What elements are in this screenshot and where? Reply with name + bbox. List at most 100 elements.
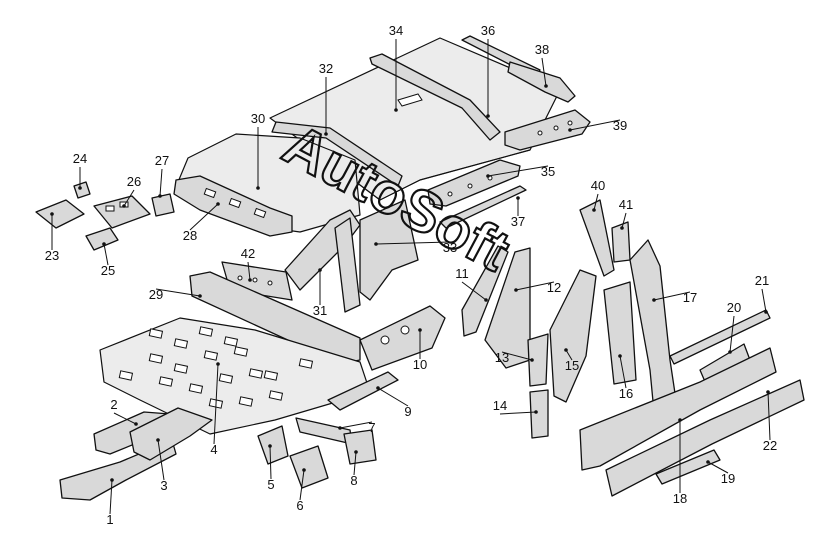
floor-hole	[148, 353, 164, 364]
callout-dot-41	[620, 226, 624, 230]
callout-number-33: 33	[443, 240, 457, 255]
floor-hole	[233, 346, 249, 357]
callout-3: 3	[156, 438, 168, 493]
callout-38: 38	[535, 42, 549, 88]
callout-number-3: 3	[160, 478, 167, 493]
callout-number-10: 10	[413, 357, 427, 372]
floor-hole	[173, 338, 189, 349]
callout-dot-12	[514, 288, 518, 292]
floor-hole	[203, 350, 219, 361]
roof-front-bracket	[507, 61, 576, 103]
callout-number-16: 16	[619, 386, 633, 401]
callout-number-7: 7	[368, 420, 375, 435]
callout-dot-13	[530, 358, 534, 362]
callout-dot-3	[156, 438, 160, 442]
floor-hole	[188, 383, 204, 394]
callout-5: 5	[267, 444, 275, 492]
callout-leader-11	[461, 281, 487, 301]
callout-dot-27	[158, 194, 162, 198]
callout-29: 29	[149, 287, 202, 302]
floor-hole	[268, 390, 284, 401]
callout-leader-26	[123, 189, 135, 207]
callout-31: 31	[313, 268, 327, 318]
callout-dot-16	[618, 354, 622, 358]
sill-inner-panel	[359, 305, 446, 371]
floor-rear-cross-member	[189, 271, 361, 365]
callout-leader-4	[213, 363, 219, 445]
callout-number-35: 35	[541, 164, 555, 179]
floor-pan	[99, 317, 371, 435]
callout-19: 19	[706, 460, 735, 486]
callout-number-14: 14	[493, 398, 507, 413]
callout-number-31: 31	[313, 303, 327, 318]
seat-cross-member	[327, 371, 399, 411]
callout-dot-33	[374, 242, 378, 246]
floor-hole	[298, 358, 314, 369]
floor-brackets	[257, 417, 377, 489]
callout-dot-18	[678, 418, 682, 422]
callout-leader-6	[299, 469, 305, 501]
callout-leader-7	[339, 421, 373, 429]
callout-21: 21	[755, 273, 769, 314]
callout-leader-5	[269, 445, 272, 480]
callout-dot-17	[652, 298, 656, 302]
floor-hole	[218, 373, 234, 384]
callout-40: 40	[591, 178, 605, 212]
callout-leader-33	[375, 241, 451, 245]
callout-leader-16	[619, 355, 627, 389]
callout-number-6: 6	[296, 498, 303, 513]
callout-number-34: 34	[389, 23, 403, 38]
callout-number-1: 1	[106, 512, 113, 527]
callout-number-40: 40	[591, 178, 605, 193]
callout-dot-9	[376, 386, 380, 390]
callout-28: 28	[183, 202, 220, 243]
floor-hole	[248, 368, 264, 379]
floor-hole	[118, 370, 134, 381]
floor-hole	[223, 336, 239, 347]
callout-dot-24	[78, 186, 82, 190]
front-floor-pieces	[59, 407, 213, 501]
small-parts	[35, 181, 175, 251]
callout-leader-42	[247, 261, 251, 281]
callout-dot-25	[102, 242, 106, 246]
callout-number-27: 27	[155, 153, 169, 168]
callout-15: 15	[564, 348, 579, 373]
callout-37: 37	[511, 196, 525, 229]
b-pillar-inner	[284, 199, 419, 313]
callout-leader-17	[653, 291, 691, 301]
callout-dot-28	[216, 202, 220, 206]
callout-dot-19	[706, 460, 710, 464]
callout-41: 41	[619, 197, 633, 230]
callout-7: 7	[338, 420, 376, 435]
callout-dot-39	[568, 128, 572, 132]
callout-dot-21	[764, 310, 768, 314]
callout-number-19: 19	[721, 471, 735, 486]
callout-leader-2	[113, 412, 137, 425]
callout-number-9: 9	[404, 404, 411, 419]
callout-number-36: 36	[481, 23, 495, 38]
callout-dot-30	[256, 186, 260, 190]
callout-14: 14	[493, 398, 538, 415]
callout-layer: 1234567891011121314151617181920212223242…	[45, 23, 777, 527]
callout-34: 34	[389, 23, 403, 112]
callout-32: 32	[319, 61, 333, 136]
callout-dot-20	[728, 350, 732, 354]
callout-20: 20	[727, 300, 741, 354]
callout-24: 24	[73, 151, 87, 190]
callout-39: 39	[568, 118, 627, 133]
callout-10: 10	[413, 328, 427, 372]
callout-12: 12	[514, 280, 561, 295]
callout-dot-34	[394, 108, 398, 112]
callout-number-37: 37	[511, 214, 525, 229]
callout-number-39: 39	[613, 118, 627, 133]
callout-number-22: 22	[763, 438, 777, 453]
callout-leader-41	[621, 212, 627, 229]
callout-number-11: 11	[455, 266, 469, 281]
callout-30: 30	[251, 111, 265, 190]
callout-2: 2	[110, 397, 138, 426]
callout-leader-39	[569, 119, 621, 131]
callout-dot-15	[564, 348, 568, 352]
callout-dot-6	[302, 468, 306, 472]
